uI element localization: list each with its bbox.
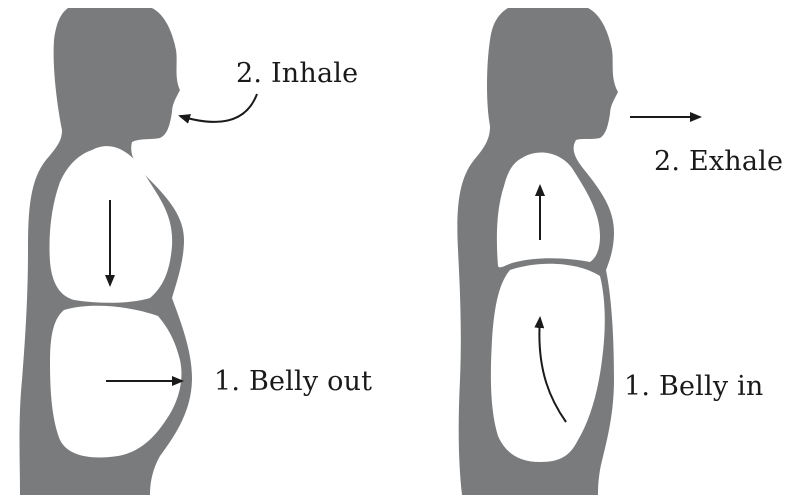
right-figure <box>457 8 618 495</box>
left-figure <box>20 8 193 495</box>
exhale-label: 2. Exhale <box>654 148 783 175</box>
belly-out-label: 1. Belly out <box>214 368 372 395</box>
inhale-label: 2. Inhale <box>236 60 358 87</box>
belly-in-label: 1. Belly in <box>624 373 764 400</box>
right-chest-cavity <box>497 153 600 268</box>
left-inhale-arrow <box>180 94 257 122</box>
